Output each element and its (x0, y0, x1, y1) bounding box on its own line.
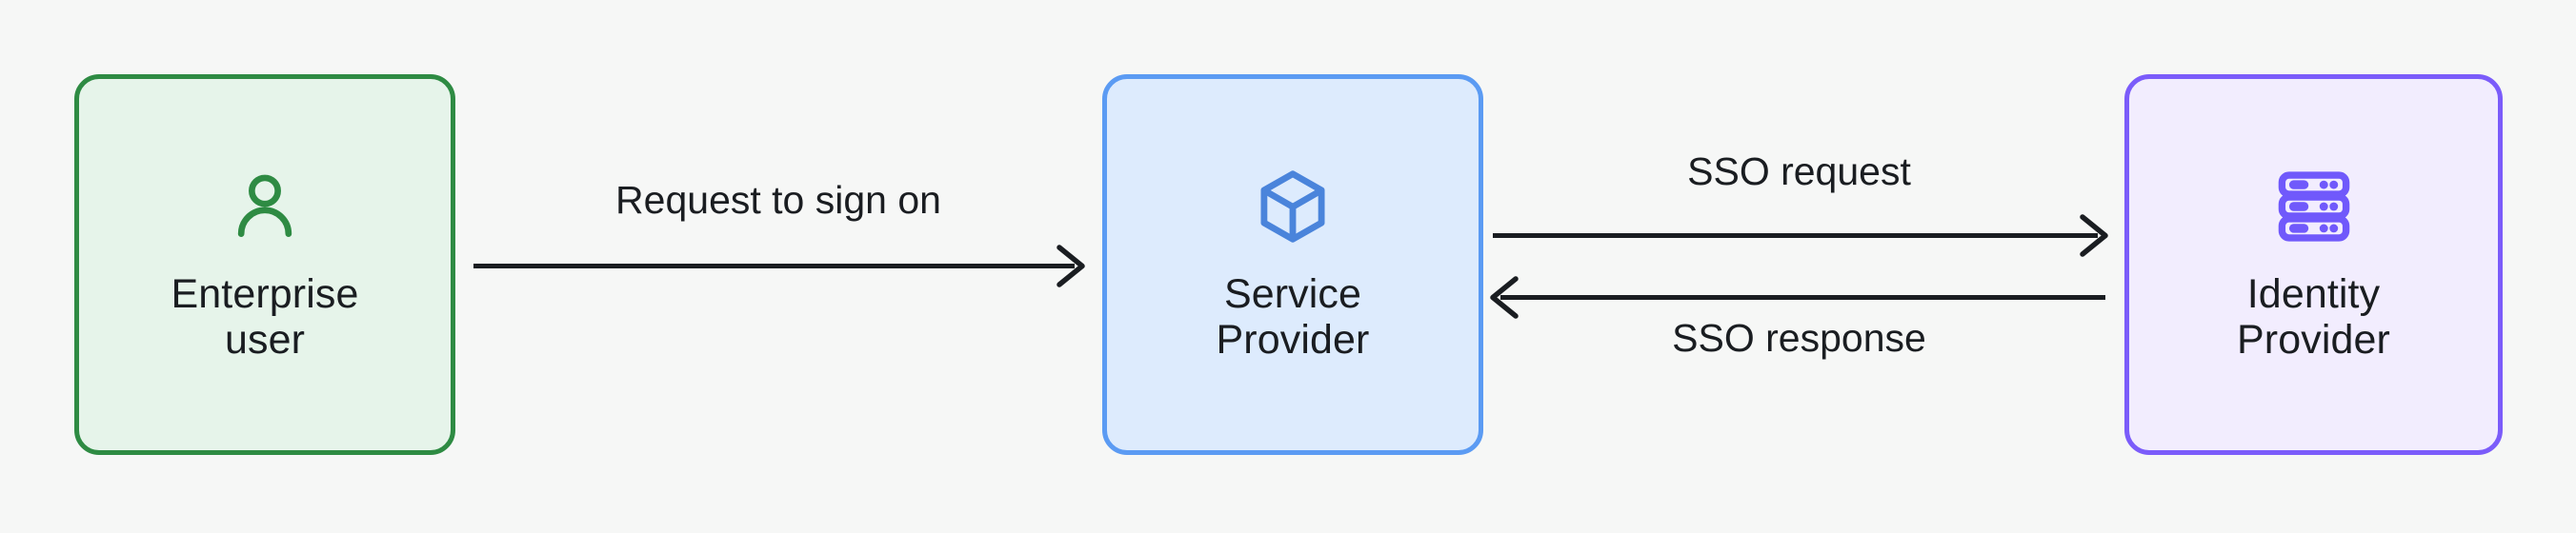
node-identity-provider[interactable]: Identity Provider (2124, 74, 2503, 455)
edge-label-sso-request: SSO request (1687, 149, 1911, 193)
edge-label-request-to-sign-on: Request to sign on (615, 178, 941, 222)
edge-request-to-sign-on (473, 245, 1085, 287)
node-enterprise-user[interactable]: Enterprise user (74, 74, 455, 455)
edge-sso-request (1493, 214, 2108, 257)
node-enterprise-user-label: Enterprise user (171, 270, 359, 363)
server-icon (2278, 171, 2349, 242)
node-service-provider[interactable]: Service Provider (1102, 74, 1483, 455)
node-service-provider-label: Service Provider (1216, 270, 1370, 363)
edge-label-sso-response: SSO response (1672, 316, 1926, 360)
edge-sso-response (1490, 276, 2105, 319)
cube-icon (1260, 170, 1325, 243)
person-icon (237, 174, 292, 237)
node-identity-provider-label: Identity Provider (2237, 270, 2390, 363)
